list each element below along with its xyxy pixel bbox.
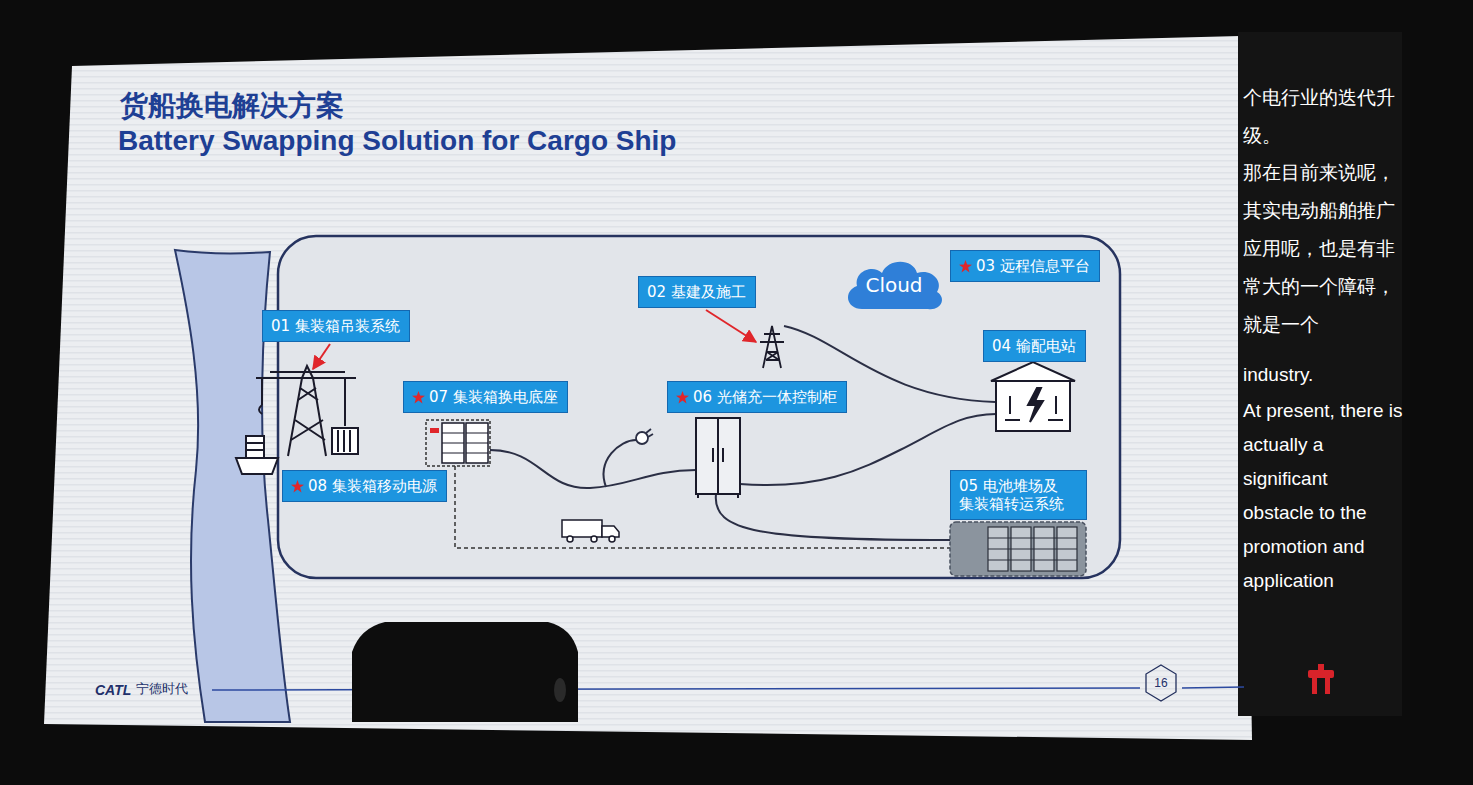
ship-icon bbox=[236, 436, 278, 474]
star-marker bbox=[412, 391, 425, 403]
power-wire bbox=[490, 326, 996, 540]
callout-box: 04 输配电站 bbox=[983, 330, 1086, 362]
callout-box: 08 集装箱移动电源 bbox=[282, 470, 447, 502]
footer-label: 16 bbox=[1154, 676, 1167, 690]
caption-text: At present, there is actually a signific… bbox=[1243, 394, 1403, 598]
substation-icon bbox=[991, 362, 1075, 431]
callout-box: 01 集装箱吊装系统 bbox=[262, 310, 410, 342]
callout-text: 08 集装箱移动电源 bbox=[308, 477, 437, 495]
broadcaster-logo bbox=[1308, 664, 1334, 694]
footer-label: 宁德时代 bbox=[136, 681, 188, 697]
callout-box: 02 基建及施工 bbox=[638, 276, 756, 308]
cloud-shape-node: Cloud bbox=[840, 255, 948, 315]
leader-arrow bbox=[313, 344, 330, 369]
callout-text: 06 光储充一体控制柜 bbox=[693, 388, 837, 406]
star-marker bbox=[412, 391, 425, 404]
crane-icon bbox=[256, 366, 358, 456]
cloud-label: Cloud bbox=[865, 273, 922, 297]
callout-text: 07 集装箱换电底座 bbox=[429, 388, 558, 406]
callout-text: 04 输配电站 bbox=[992, 337, 1076, 355]
callout-box: 05 电池堆场及 集装箱转运系统 bbox=[950, 470, 1087, 520]
callout-text: 03 远程信息平台 bbox=[976, 257, 1090, 275]
callout-text: 02 基建及施工 bbox=[647, 283, 746, 301]
star-marker bbox=[959, 260, 972, 272]
stage-monitor bbox=[352, 622, 578, 722]
projected-slide bbox=[44, 36, 1252, 740]
star-marker bbox=[676, 391, 689, 404]
caption-panel bbox=[1238, 32, 1402, 716]
battery-base-icon bbox=[426, 420, 490, 466]
callout-text: 01 集装箱吊装系统 bbox=[271, 317, 400, 335]
pylon-icon bbox=[760, 326, 784, 368]
caption-text: industry. bbox=[1243, 356, 1403, 394]
star-marker bbox=[676, 391, 689, 403]
port-region bbox=[278, 236, 1120, 578]
caption-text: 那在目前来说呢，其实电动船舶推广应用呢，也是有非常大的一个障碍，就是一个 bbox=[1243, 153, 1403, 343]
star-marker bbox=[291, 480, 304, 493]
transport-route bbox=[455, 466, 950, 548]
callout-box: 07 集装箱换电底座 bbox=[403, 381, 568, 413]
callout-box: 06 光储充一体控制柜 bbox=[667, 381, 847, 413]
truck-icon bbox=[562, 520, 619, 542]
star-marker bbox=[959, 260, 972, 273]
cloud-outline bbox=[848, 262, 942, 309]
cabinet-icon bbox=[696, 418, 740, 498]
battery-yard-icon bbox=[950, 522, 1086, 576]
callout-text: 05 电池堆场及 集装箱转运系统 bbox=[959, 477, 1077, 513]
callout-box: 03 远程信息平台 bbox=[950, 250, 1100, 282]
leader-arrow bbox=[706, 310, 756, 342]
page-hexagon bbox=[1146, 665, 1176, 701]
star-marker bbox=[291, 480, 304, 492]
footer-label: CATL bbox=[95, 682, 131, 698]
slide-subtitle: Battery Swapping Solution for Cargo Ship bbox=[118, 124, 676, 158]
slide-title: 货船换电解决方案 bbox=[120, 88, 344, 124]
caption-text: 个电行业的迭代升级。 bbox=[1243, 78, 1403, 154]
stage-monitor bbox=[554, 678, 566, 702]
plug-icon bbox=[636, 429, 653, 444]
